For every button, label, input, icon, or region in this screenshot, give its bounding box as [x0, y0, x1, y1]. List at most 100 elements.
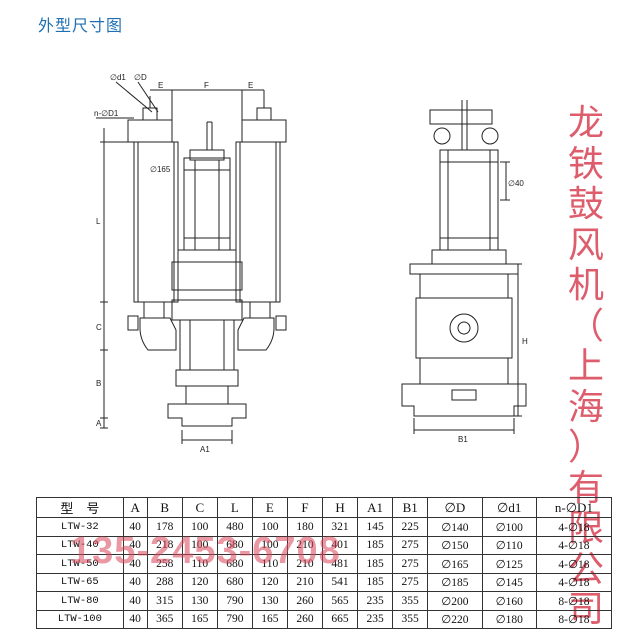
label-H: H — [522, 337, 528, 346]
table-cell: 40 — [122, 554, 148, 574]
column-header: L — [216, 497, 253, 518]
column-header: A — [122, 497, 148, 518]
table-cell: ∅160 — [481, 591, 537, 611]
column-header: E — [251, 497, 288, 518]
table-cell: 480 — [216, 517, 253, 537]
table-cell: 178 — [146, 517, 183, 537]
table-cell: 185 — [357, 535, 394, 555]
table-cell: 100 — [181, 535, 218, 555]
label-A: A — [96, 419, 102, 428]
table-cell: 680 — [216, 535, 253, 555]
table-cell: ∅220 — [427, 609, 483, 629]
table-cell: 130 — [181, 591, 218, 611]
table-cell: 100 — [251, 517, 288, 537]
watermark-char: 鼓 — [567, 184, 604, 225]
label-B1: B1 — [458, 435, 468, 444]
table-cell: ∅165 — [427, 554, 483, 574]
label-F: F — [204, 81, 209, 90]
column-header: B1 — [392, 497, 429, 518]
label-A1: A1 — [200, 445, 210, 454]
label-B: B — [96, 379, 101, 388]
table-cell: 315 — [146, 591, 183, 611]
table-cell: 100 — [251, 535, 288, 555]
table-cell: 275 — [392, 554, 429, 574]
watermark-char: 海 — [567, 386, 604, 428]
watermark-char: 机 — [567, 265, 604, 306]
table-cell: ∅110 — [481, 535, 537, 555]
table-cell: ∅150 — [427, 535, 483, 555]
table-cell: 180 — [286, 517, 324, 537]
table-cell: ∅180 — [481, 609, 537, 629]
table-cell: 130 — [251, 591, 288, 611]
table-cell: 210 — [286, 535, 324, 555]
model-cell: LTW-50 — [36, 554, 124, 574]
table-cell: 275 — [392, 535, 429, 555]
label-D: ∅D — [134, 73, 147, 82]
table-cell: 165 — [181, 609, 218, 629]
model-cell: LTW-80 — [36, 591, 124, 611]
table-cell: 120 — [181, 572, 218, 592]
table-cell: 365 — [146, 609, 183, 629]
table-cell: ∅200 — [427, 591, 483, 611]
table-cell: 790 — [216, 609, 253, 629]
table-cell: 4-∅18 — [535, 535, 613, 555]
table-cell: 185 — [357, 572, 394, 592]
label-L: L — [96, 217, 101, 226]
label-E-left: E — [158, 81, 163, 90]
label-165: ∅165 — [150, 165, 171, 174]
table-cell: 481 — [321, 554, 359, 574]
table-cell: 40 — [122, 517, 148, 537]
table-cell: 110 — [181, 554, 218, 574]
table-cell: 40 — [122, 609, 148, 629]
label-E-right: E — [248, 81, 253, 90]
column-header: 型 号 — [36, 497, 124, 518]
table-cell: 210 — [286, 572, 324, 592]
watermark-char: 铁 — [567, 143, 604, 185]
dimension-drawing: ∅d1 ∅D n-∅D1 E F E ∅165 L C B A A1 H B1 … — [94, 73, 528, 454]
table-cell: 321 — [321, 517, 359, 537]
table-cell: 4-∅18 — [535, 517, 613, 537]
table-cell: 258 — [146, 554, 183, 574]
label-d1: ∅d1 — [110, 73, 126, 82]
table-cell: 120 — [251, 572, 288, 592]
table-cell: 680 — [216, 572, 253, 592]
table-cell: 40 — [122, 572, 148, 592]
model-cell: LTW-32 — [36, 517, 124, 537]
table-cell: 235 — [357, 609, 394, 629]
table-cell: 225 — [392, 517, 429, 537]
watermark-char: 上 — [567, 346, 604, 387]
watermark-char: ） — [567, 427, 604, 468]
table-cell: 210 — [286, 554, 324, 574]
model-cell: LTW-40 — [36, 535, 124, 555]
table-cell: ∅100 — [481, 517, 537, 537]
table-cell: 541 — [321, 572, 359, 592]
label-side-dim: ∅40 — [508, 179, 524, 188]
label-n-D1: n-∅D1 — [94, 109, 119, 118]
table-cell: 8-∅18 — [535, 609, 613, 629]
table-cell: 288 — [146, 572, 183, 592]
table-cell: 40 — [122, 591, 148, 611]
model-cell: LTW-65 — [36, 572, 124, 592]
column-header: C — [181, 497, 218, 518]
table-cell: 260 — [286, 609, 324, 629]
column-header: ∅d1 — [481, 497, 537, 518]
table-cell: 110 — [251, 554, 288, 574]
table-cell: ∅125 — [481, 554, 537, 574]
table-cell: 665 — [321, 609, 359, 629]
table-cell: 565 — [321, 591, 359, 611]
watermark-char: （ — [567, 305, 604, 347]
column-header: H — [321, 497, 359, 518]
table-cell: 790 — [216, 591, 253, 611]
label-C: C — [96, 323, 102, 332]
table-cell: 100 — [181, 517, 218, 537]
table-cell: 680 — [216, 554, 253, 574]
column-header: B — [146, 497, 183, 518]
model-cell: LTW-100 — [36, 609, 124, 629]
column-header: n-∅D1 — [535, 497, 613, 518]
